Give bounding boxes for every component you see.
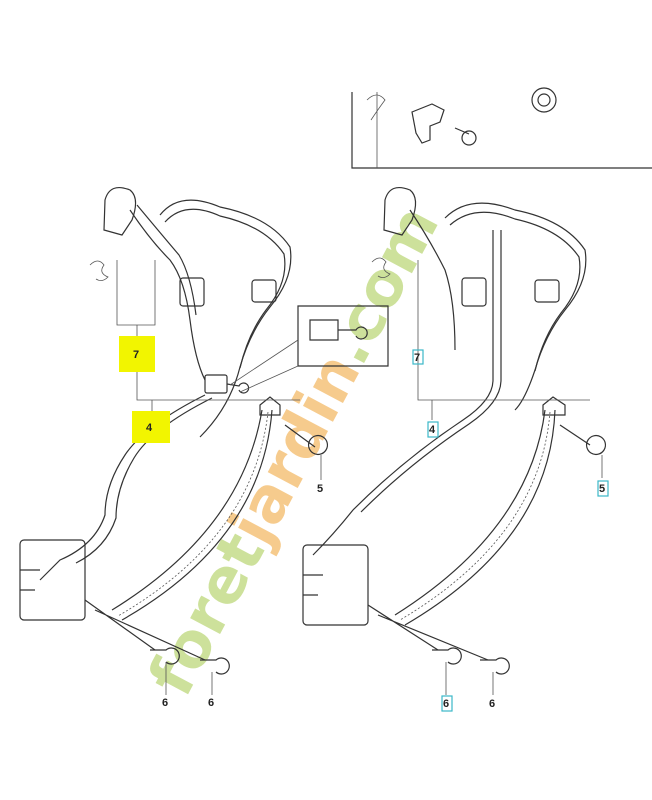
callout-5-right: 5: [599, 483, 605, 495]
watermark: foretjardin.com: [134, 194, 453, 708]
inset-detail-top: [351, 87, 652, 169]
callout-6b-right: 6: [489, 698, 495, 710]
callout-6b-left: 6: [208, 697, 214, 709]
callout-7-left-highlight: [119, 336, 155, 372]
callout-5-left: 5: [317, 483, 323, 495]
callout-7-right-highlight: [412, 349, 424, 365]
callout-6a-right: 6: [443, 698, 449, 710]
callout-5-right-highlight: [597, 480, 609, 497]
callout-4-right: 4: [429, 424, 436, 436]
callout-6a-left: 6: [162, 697, 168, 709]
svg-text:foretjardin.com: foretjardin.com: [134, 194, 453, 708]
callout-4-left-highlight: [132, 411, 170, 443]
callout-4-left: 4: [146, 422, 153, 434]
callout-6-right-highlight: [441, 695, 453, 712]
callout-7-right: 7: [414, 352, 420, 364]
callout-4-right-highlight: [427, 421, 439, 438]
right-harness-assembly: [302, 187, 607, 695]
callout-7-left: 7: [133, 349, 139, 361]
